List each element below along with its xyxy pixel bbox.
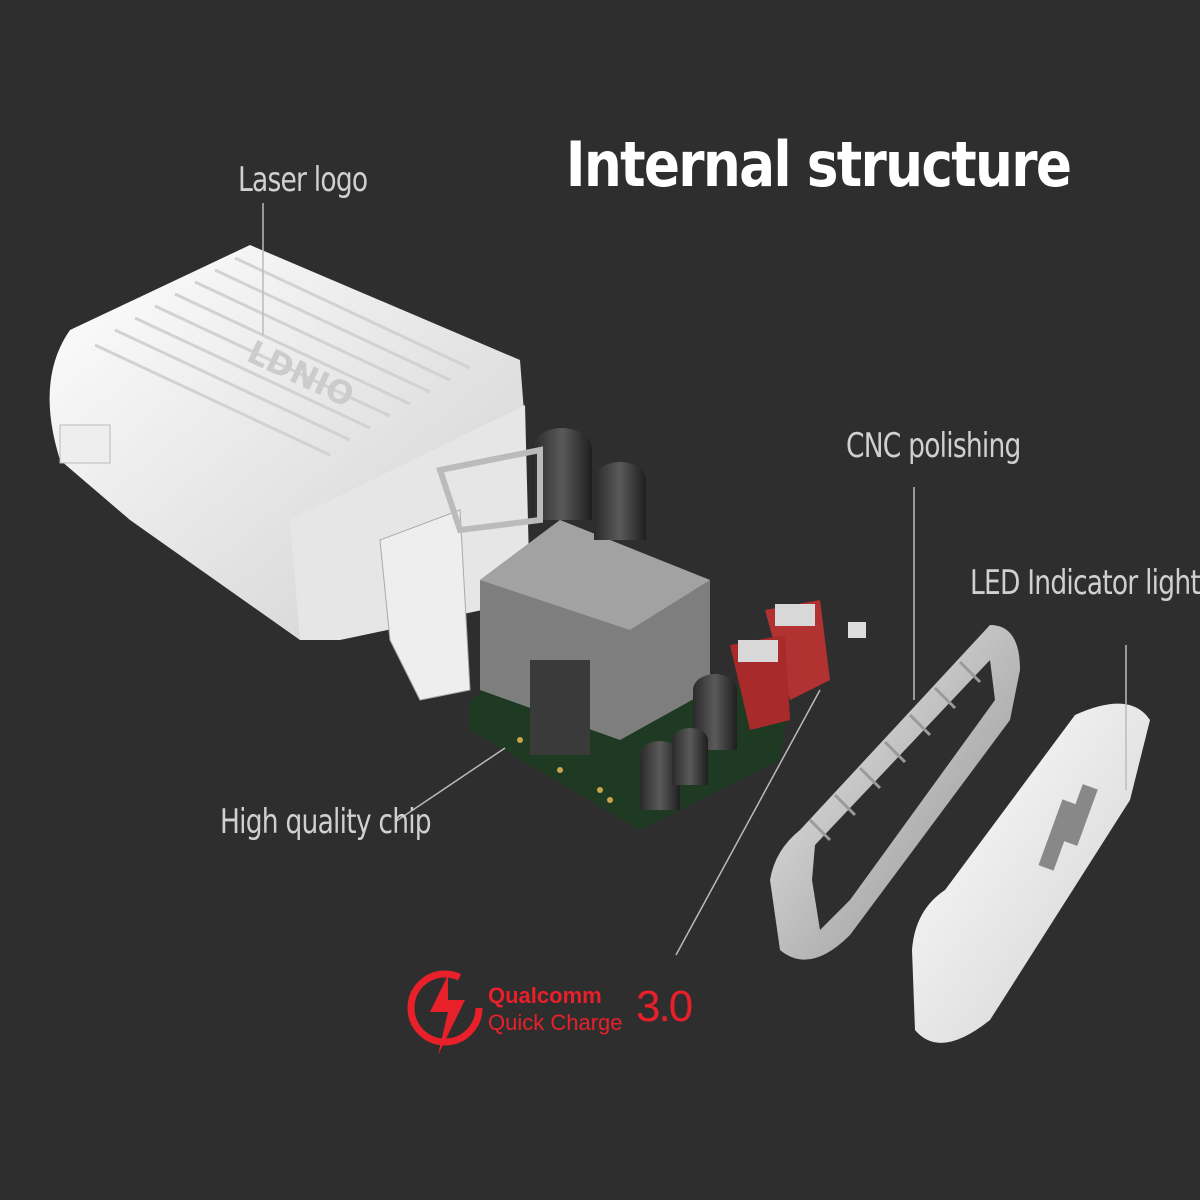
cnc-polishing-label: CNC polishing [846, 426, 1021, 466]
page-title: Internal structure [565, 128, 1072, 201]
laser-logo-label: Laser logo [238, 160, 368, 200]
chip-label: High quality chip [220, 802, 432, 842]
quick-charge-version: 3.0 [636, 982, 693, 1031]
front-panel [912, 703, 1150, 1043]
led-indicator-label: LED Indicator light [970, 563, 1200, 603]
callout-lines [262, 203, 1127, 956]
quick-charge-brand: Qualcomm [488, 983, 602, 1008]
usb-ports [730, 600, 866, 730]
cnc-polished-frame [770, 625, 1020, 960]
circuit-board [379, 428, 790, 830]
quick-charge-product: Quick Charge [488, 1010, 623, 1035]
quick-charge-icon [407, 970, 483, 1055]
charger-shell: LDNIO [49, 245, 530, 640]
